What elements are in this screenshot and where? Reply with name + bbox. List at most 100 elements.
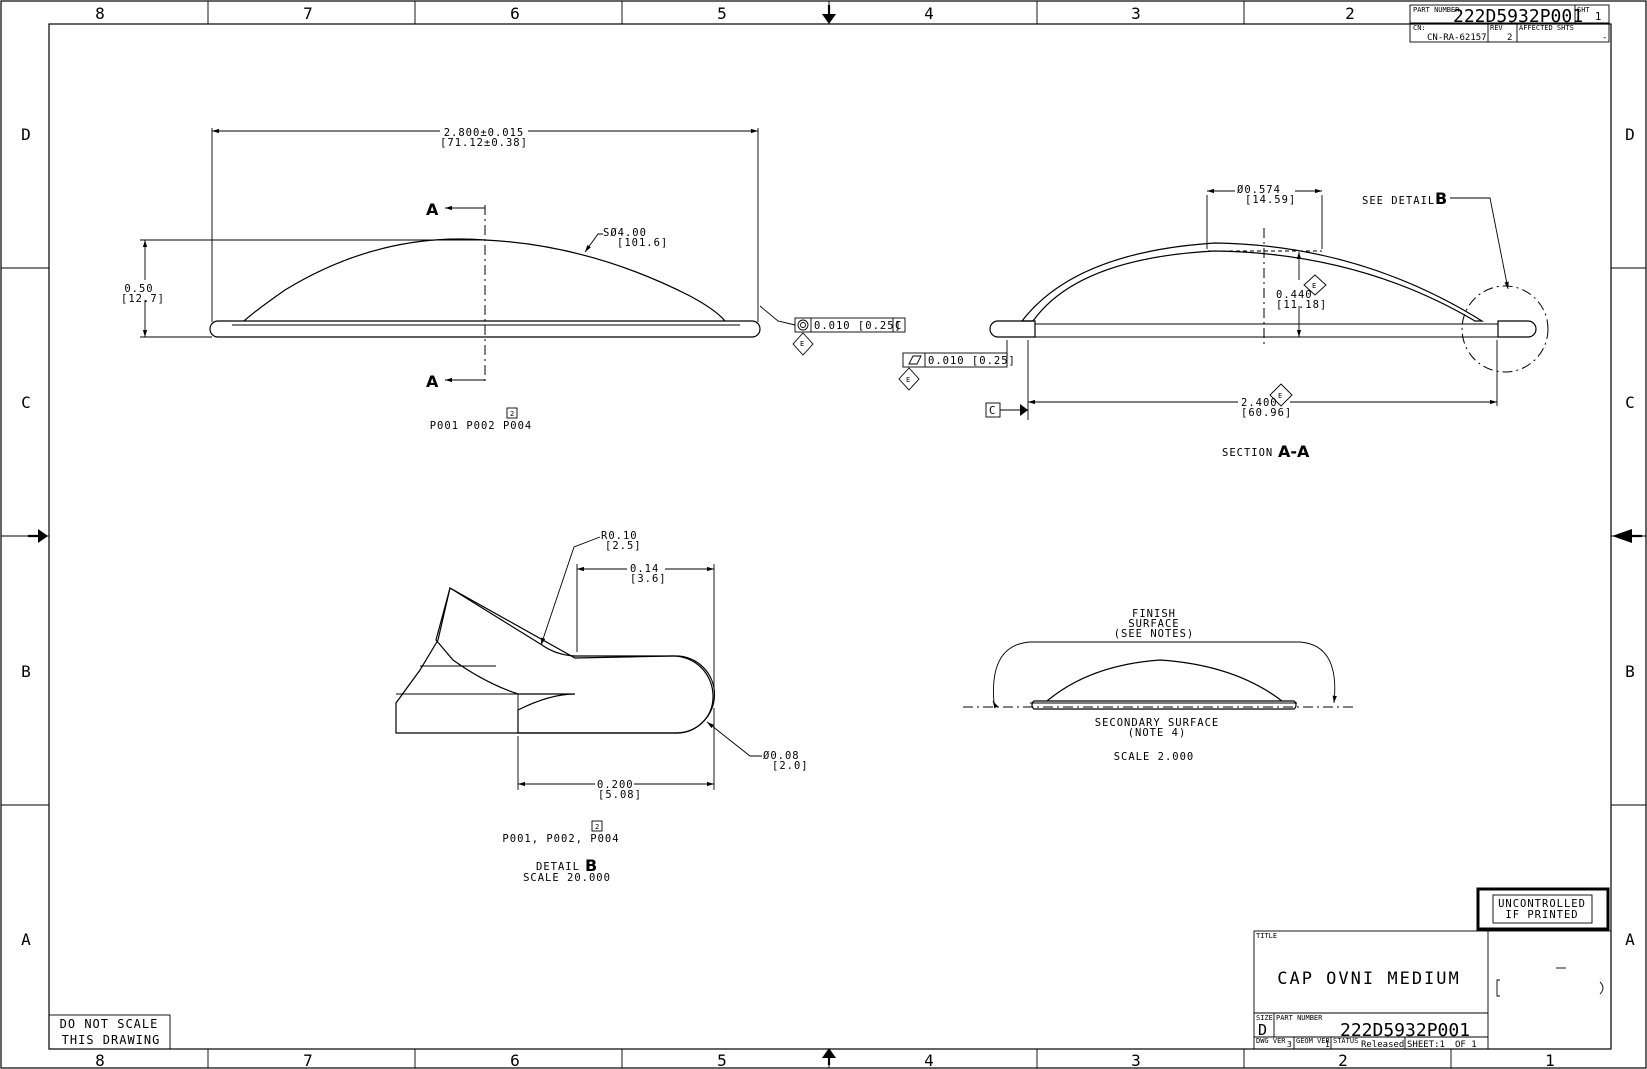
zone-col-7: 7 xyxy=(303,4,313,23)
zone-row-d: D xyxy=(21,125,31,144)
dim-detail-bottom: 0.200 xyxy=(597,779,634,791)
zone-row-b-right: B xyxy=(1625,662,1635,681)
secondary-surface-line1: SECONDARY SURFACE xyxy=(1095,717,1219,729)
drawing-size: D xyxy=(1258,1021,1267,1039)
dwg-ver-label: DWG VER xyxy=(1256,1037,1286,1045)
zone-col-5: 5 xyxy=(717,4,727,23)
zone-col-6-bottom: 6 xyxy=(510,1051,520,1069)
dim-height: 0.50 xyxy=(124,283,153,295)
parts-detail: P001, P002, P004 xyxy=(502,833,619,845)
view-section-aa: Ø0.574 [14.59] SEE DETAIL B 0.440 [11.18… xyxy=(898,184,1549,461)
flag-e-height: E xyxy=(1312,282,1316,290)
geom-ver: 1 xyxy=(1325,1040,1330,1049)
header-affected: - xyxy=(1602,33,1607,43)
view-surfaces: FINISH SURFACE (SEE NOTES) SECONDARY SUR… xyxy=(963,608,1353,763)
zone-row-b: B xyxy=(21,662,31,681)
logo-mark xyxy=(1496,979,1500,997)
datum-c: C xyxy=(989,405,996,417)
see-detail-label: SEE DETAIL xyxy=(1362,195,1435,207)
title-block: TITLE CAP OVNI MEDIUM SIZE D PART NUMBER… xyxy=(1253,930,1612,1050)
drawing-title: CAP OVNI MEDIUM xyxy=(1277,969,1461,989)
geom-ver-label: GEOM VER xyxy=(1296,1037,1331,1045)
dim-section-dia: Ø0.574 xyxy=(1237,184,1281,196)
zone-col-2: 2 xyxy=(1345,4,1355,23)
zone-col-4-bottom: 4 xyxy=(924,1051,934,1069)
dim-sphere-radius: SØ4.00 xyxy=(603,227,647,239)
dim-sphere-radius-mm: [101.6] xyxy=(617,237,668,249)
zone-col-4: 4 xyxy=(924,4,934,23)
surface-scale: SCALE 2.000 xyxy=(1114,751,1195,763)
header-sht-label: SHT xyxy=(1577,6,1590,14)
view-detail-b: R0.10 [2.5] 0.14 [3.6] Ø0.08 [2.0] 0.200… xyxy=(395,530,809,884)
zone-col-8-bottom: 8 xyxy=(95,1051,105,1069)
zone-col-1-bottom: 1 xyxy=(1545,1051,1555,1069)
dim-section-height-mm: [11.18] xyxy=(1276,299,1327,311)
zone-row-c-right: C xyxy=(1625,393,1635,412)
zone-col-3-bottom: 3 xyxy=(1131,1051,1141,1069)
size-label: SIZE xyxy=(1256,1014,1273,1022)
zone-labels: 8 7 6 5 4 3 2 8 7 6 5 4 3 2 1 D C B A D … xyxy=(21,4,1635,1069)
view-profile: A A 2.800±0.015 [71.12±0.38] 0.50 [12.7]… xyxy=(121,127,906,432)
header-sht: 1 xyxy=(1595,11,1602,23)
section-label: SECTION xyxy=(1222,447,1273,459)
flag-e-profile: E xyxy=(800,340,804,348)
zone-col-5-bottom: 5 xyxy=(717,1051,727,1069)
dim-section-dia-mm: [14.59] xyxy=(1245,194,1296,206)
detail-label-letter: B xyxy=(585,856,597,875)
flag-e-width: E xyxy=(1278,392,1282,400)
header-affected-label: AFFECTED SHTS xyxy=(1519,24,1574,32)
detail-label: DETAIL xyxy=(536,861,580,873)
dim-height-mm: [12.7] xyxy=(121,293,165,305)
zone-row-a: A xyxy=(21,930,31,949)
dim-section-height: 0.440 xyxy=(1276,289,1313,301)
uncontrolled-stamp: UNCONTROLLED IF PRINTED xyxy=(1476,887,1610,931)
tb-part-label: PART NUMBER xyxy=(1276,1014,1323,1022)
dim-detail-top: 0.14 xyxy=(630,563,659,575)
dim-detail-dia-mm: [2.0] xyxy=(772,760,809,772)
finish-surface-line1: FINISH xyxy=(1132,608,1176,620)
uncontrolled-line2: IF PRINTED xyxy=(1505,909,1578,921)
finish-surface-line3: (SEE NOTES) xyxy=(1114,628,1195,640)
parts-profile: P001 P002 P004 xyxy=(430,420,533,432)
section-label-letters: A-A xyxy=(1278,442,1310,461)
dwg-ver: 3 xyxy=(1287,1040,1292,1049)
do-not-scale-line2: THIS DRAWING xyxy=(62,1033,161,1047)
flag-e-flatness: E xyxy=(906,376,910,384)
dim-section-width: 2.400 xyxy=(1241,397,1278,409)
header-rev: 2 xyxy=(1507,33,1512,43)
title-label: TITLE xyxy=(1256,932,1277,940)
zone-row-a-right: A xyxy=(1625,930,1635,949)
zone-col-3: 3 xyxy=(1131,4,1141,23)
section-marker-a-bottom: A xyxy=(426,372,439,391)
dim-section-width-mm: [60.96] xyxy=(1241,407,1292,419)
fcf-concentricity-value: 0.010 [0.25] xyxy=(814,320,902,332)
finish-surface-line2: SURFACE xyxy=(1128,618,1179,630)
status-value: Released xyxy=(1361,1040,1404,1050)
zone-col-2-bottom: 2 xyxy=(1338,1051,1348,1069)
detail-scale: SCALE 20.000 xyxy=(523,872,611,884)
zone-col-6: 6 xyxy=(510,4,520,23)
dim-width: 2.800±0.015 xyxy=(444,127,525,139)
zone-col-8: 8 xyxy=(95,4,105,23)
header-block: PART NUMBER 222D5932P001 SHT 1 CN: CN-RA… xyxy=(1409,4,1610,43)
tb-part-number: 222D5932P001 xyxy=(1340,1020,1470,1041)
secondary-surface-line2: (NOTE 4) xyxy=(1128,727,1187,739)
dim-detail-top-mm: [3.6] xyxy=(630,573,667,585)
dim-detail-dia: Ø0.08 xyxy=(763,750,800,762)
dim-detail-radius: R0.10 xyxy=(601,530,638,542)
header-rev-label: REV xyxy=(1490,24,1503,32)
header-cn: CN-RA-62157 xyxy=(1427,33,1487,43)
do-not-scale-box: DO NOT SCALE THIS DRAWING xyxy=(48,1014,171,1050)
uncontrolled-line1: UNCONTROLLED xyxy=(1498,898,1586,910)
section-marker-a-top: A xyxy=(426,200,439,219)
dim-detail-radius-mm: [2.5] xyxy=(605,540,642,552)
fcf-concentricity-datum: C xyxy=(895,320,902,332)
sheet-number: SHEET:1 xyxy=(1407,1040,1445,1050)
zone-row-d-right: D xyxy=(1625,125,1635,144)
dim-detail-bottom-mm: [5.08] xyxy=(598,789,642,801)
zone-col-7-bottom: 7 xyxy=(303,1051,313,1069)
note-flag-detail: 2 xyxy=(595,823,599,831)
see-detail-letter: B xyxy=(1435,189,1447,208)
